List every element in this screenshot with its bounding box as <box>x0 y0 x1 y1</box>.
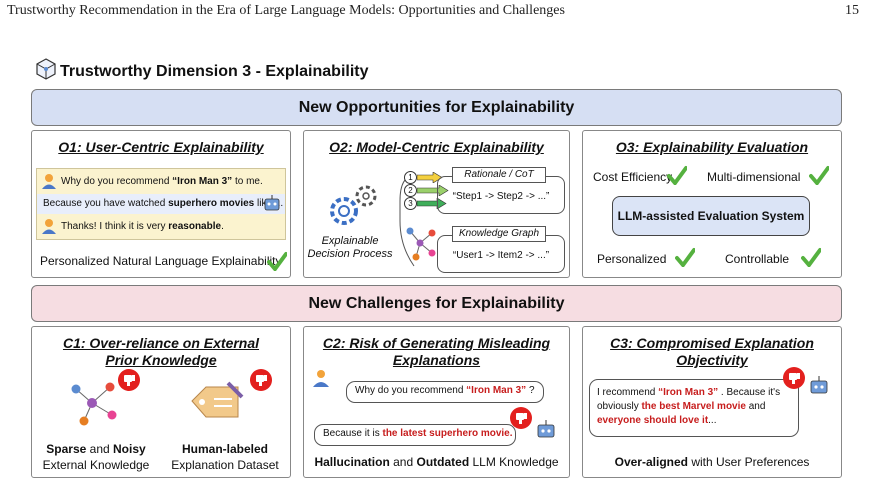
o3-multi: Multi-dimensional <box>707 170 801 184</box>
c3-bubble-text: I recommend “Iron Man 3” . Because it's … <box>597 386 780 428</box>
o1-reply: Thanks! I think it is very reasonable. <box>61 221 224 232</box>
thumbs-down-icon <box>510 407 532 429</box>
o3-title: O3: Explainability Evaluation <box>615 139 809 155</box>
cube-icon <box>36 58 56 80</box>
challenges-banner: New Challenges for Explainability <box>31 285 842 322</box>
o1-card: O1: User-Centric Explainability Why do y… <box>31 130 291 278</box>
pencil-tag-icon <box>191 381 244 418</box>
c3-line-1: I recommend “Iron Man 3” . Because it's <box>597 387 781 398</box>
c1-right-caption-2: Explanation Dataset <box>171 458 279 472</box>
c3-title-1: C3: Compromised Explanation <box>610 335 814 351</box>
c2-title-2: Explanations <box>392 352 481 368</box>
checkmark-icon <box>801 248 821 267</box>
c1-left-caption-2: External Knowledge <box>42 458 150 472</box>
checkmark-icon <box>267 252 287 271</box>
robot-icon <box>810 376 828 394</box>
o3-cost: Cost Efficiency <box>593 170 673 184</box>
checkmark-icon <box>809 166 829 185</box>
step-number-2: 2 <box>404 184 417 197</box>
checkmark-icon <box>667 166 687 185</box>
o1-answer-band <box>37 194 285 214</box>
c3-line-2: obviously the best Marvel movie and <box>597 401 766 412</box>
step-number-1: 1 <box>404 171 417 184</box>
o2-title: O2: Model-Centric Explainability <box>329 139 544 155</box>
c2-title-1: C2: Risk of Generating Misleading <box>322 335 551 351</box>
c2-question: Why do you recommend “Iron Man 3” ? <box>355 385 535 396</box>
o2-card: O2: Model-Centric Explainability Explain… <box>303 130 570 278</box>
o1-title: O1: User-Centric Explainability <box>58 139 264 155</box>
checkmark-icon <box>675 248 695 267</box>
c1-title-2: Prior Knowledge <box>105 352 217 368</box>
network-icon <box>406 227 436 261</box>
rationale-label: Rationale / CoT <box>452 167 546 183</box>
rationale-text: “Step1 -> Step2 -> ...” <box>452 191 550 202</box>
c1-left-caption-1: Sparse and Noisy <box>46 442 146 456</box>
robot-icon <box>264 195 280 211</box>
o1-caption: Personalized Natural Language Explainabi… <box>40 254 282 268</box>
o3-center-box: LLM-assisted Evaluation System <box>612 196 810 236</box>
user-avatar-icon <box>313 370 329 387</box>
kg-text: “User1 -> Item2 -> ...” <box>452 250 550 261</box>
thumbs-down-icon <box>783 367 805 389</box>
c3-line-3: everyone should love it... <box>597 415 717 426</box>
running-head: Trustworthy Recommendation in the Era of… <box>7 3 565 18</box>
c2-card: C2: Risk of Generating Misleading Explan… <box>303 326 570 478</box>
c2-caption: Hallucination and Outdated LLM Knowledge <box>314 455 559 469</box>
user-avatar-icon <box>42 219 56 234</box>
page-number: 15 <box>845 3 859 18</box>
o1-answer: Because you have watched superhero movie… <box>43 198 283 209</box>
o2-left-label-1: Explainable <box>321 235 379 247</box>
c3-card: C3: Compromised Explanation Objectivity … <box>582 326 842 478</box>
arrow-icon <box>417 185 449 196</box>
c2-question-bubble: Why do you recommend “Iron Man 3” ? <box>346 381 544 403</box>
o2-left-label-2: Decision Process <box>307 248 393 260</box>
c3-bubble: I recommend “Iron Man 3” . Because it's … <box>589 379 799 437</box>
user-avatar-icon <box>42 174 56 189</box>
dimension-title: Trustworthy Dimension 3 - Explainability <box>60 63 369 80</box>
c3-caption: Over-aligned with User Preferences <box>614 455 810 469</box>
c1-title-1: C1: Over-reliance on External <box>62 335 260 351</box>
o1-chat-panel: Why do you recommend “Iron Man 3” to me.… <box>36 168 286 240</box>
c3-title-2: Objectivity <box>676 352 748 368</box>
thumbs-down-icon <box>250 369 272 391</box>
opportunities-banner: New Opportunities for Explainability <box>31 89 842 126</box>
robot-icon <box>537 420 555 438</box>
c1-right-caption-1: Human-labeled <box>181 442 268 456</box>
step-number-3: 3 <box>404 197 417 210</box>
o3-controllable: Controllable <box>725 252 790 266</box>
c2-answer-bubble: Because it is the latest superhero movie… <box>314 424 516 446</box>
gears-icon <box>330 185 377 225</box>
c2-answer: Because it is the latest superhero movie… <box>323 428 513 439</box>
o3-personalized: Personalized <box>597 252 667 266</box>
kg-label: Knowledge Graph <box>452 226 546 242</box>
o3-card: O3: Explainability Evaluation Cost Effic… <box>582 130 842 278</box>
c1-card: C1: Over-reliance on External Prior Know… <box>31 326 291 478</box>
thumbs-down-icon <box>118 369 140 391</box>
o1-question: Why do you recommend “Iron Man 3” to me. <box>61 176 263 187</box>
network-icon <box>71 382 117 426</box>
